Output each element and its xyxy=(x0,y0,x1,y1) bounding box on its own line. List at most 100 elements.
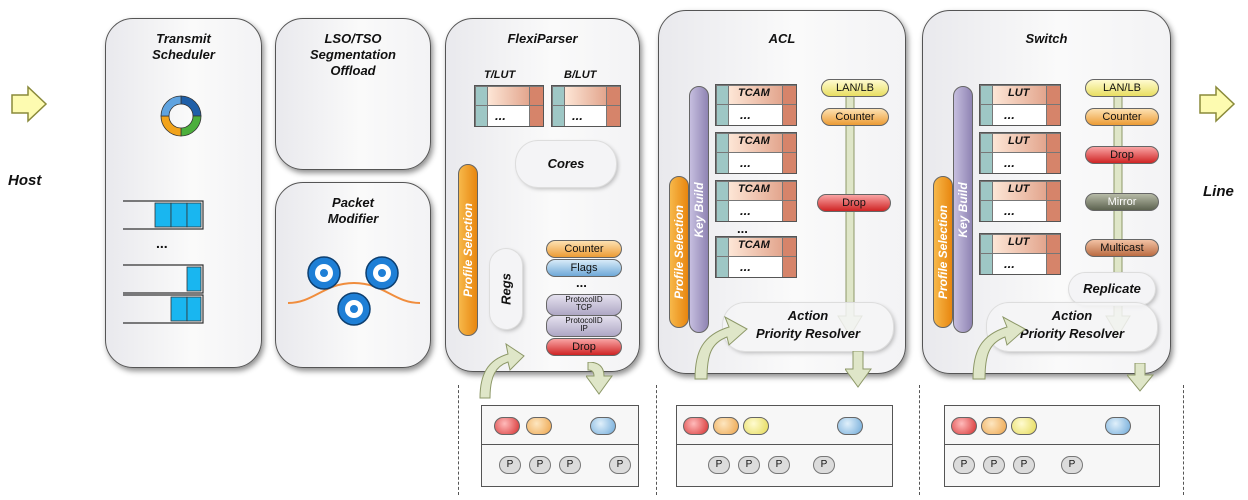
packet-token: P xyxy=(708,456,730,474)
tcam-table: TCAM ... xyxy=(715,84,797,126)
pill-dots: ... xyxy=(576,275,587,290)
stage-title: Switch xyxy=(1025,31,1068,46)
lut-table: LUT ... xyxy=(979,233,1061,275)
tcam-dots: ... xyxy=(740,155,751,170)
separator-line xyxy=(1183,385,1184,495)
blue-metadata-oval xyxy=(1105,417,1131,435)
red-metadata-oval xyxy=(494,417,520,435)
packet-token: P xyxy=(499,456,521,474)
key-build-label: Key Build xyxy=(692,181,706,238)
blut-label: B/LUT xyxy=(564,69,597,81)
separator-line xyxy=(656,385,657,495)
packet-token: P xyxy=(559,456,581,474)
switch-stage: Switch Profile Selection Key Build LUT .… xyxy=(922,10,1171,392)
lut-dots: ... xyxy=(1004,155,1015,170)
line-arrow-icon xyxy=(1199,85,1236,123)
metadata-tray: P P P P xyxy=(676,405,893,487)
stage-title: Transmit Scheduler xyxy=(152,31,215,62)
input-curve-arrow-icon xyxy=(479,342,525,399)
lan-lb-pill: LAN/LB xyxy=(1085,79,1159,97)
tcam-label: TCAM xyxy=(738,135,770,147)
profile-selection-bar: Profile Selection xyxy=(933,176,953,328)
lut-label: LUT xyxy=(1008,183,1030,195)
packet-modifier-stage: Packet Modifier xyxy=(275,182,431,368)
lso-tso-stage: LSO/TSO Segmentation Offload xyxy=(275,18,431,170)
profile-selection-label: Profile Selection xyxy=(672,204,686,300)
drop-pill: Drop xyxy=(546,338,622,356)
host-label: Host xyxy=(8,172,42,189)
tcam-dots: ... xyxy=(740,107,751,122)
drop-pill: Drop xyxy=(1085,146,1159,164)
packet-token: P xyxy=(813,456,835,474)
output-arrow-icon xyxy=(1127,363,1155,392)
counter-pill: Counter xyxy=(546,240,622,258)
replicate-block: Replicate xyxy=(1069,273,1155,305)
lut-label: LUT xyxy=(1008,87,1030,99)
lut-dots: ... xyxy=(1004,256,1015,271)
lut-table: LUT ... xyxy=(979,180,1061,222)
tlut-table: ... xyxy=(474,85,544,127)
packet-token: P xyxy=(1061,456,1083,474)
queue-dots: ... xyxy=(156,235,168,251)
output-arrow-icon xyxy=(845,351,872,388)
red-metadata-oval xyxy=(951,417,977,435)
metadata-tray: P P P P xyxy=(481,405,639,487)
tcam-label: TCAM xyxy=(738,239,770,251)
protocol-tcp-pill: ProtocolID TCP xyxy=(546,294,622,316)
profile-selection-label: Profile Selection xyxy=(936,204,950,300)
tcam-table: TCAM ... xyxy=(715,180,797,222)
flexiparser-stage: FlexiParser T/LUT B/LUT ... ... Cores Pr… xyxy=(445,18,640,372)
profile-selection-bar: Profile Selection xyxy=(669,176,689,328)
output-arrow-icon xyxy=(586,362,613,395)
input-curve-arrow-icon xyxy=(694,315,748,380)
input-curve-arrow-icon xyxy=(972,315,1026,380)
yellow-metadata-oval xyxy=(1011,417,1037,435)
packet-token: P xyxy=(983,456,1005,474)
orange-metadata-oval xyxy=(713,417,739,435)
blue-metadata-oval xyxy=(590,417,616,435)
line-label: Line xyxy=(1203,183,1234,200)
packet-token: P xyxy=(529,456,551,474)
lut-table: LUT ... xyxy=(979,84,1061,126)
lut-label: LUT xyxy=(1008,135,1030,147)
orange-metadata-oval xyxy=(526,417,552,435)
packet-token: P xyxy=(1013,456,1035,474)
tcam-label: TCAM xyxy=(738,87,770,99)
multicast-pill: Multicast xyxy=(1085,239,1159,257)
disc-modifier-icon xyxy=(287,256,421,326)
acl-stage: ACL Profile Selection Key Build TCAM ...… xyxy=(658,10,906,388)
mirror-pill: Mirror xyxy=(1085,193,1159,211)
metadata-tray: P P P P xyxy=(944,405,1160,487)
tcam-table: TCAM ... xyxy=(715,132,797,174)
key-build-bar: Key Build xyxy=(953,86,973,333)
tcam-dots: ... xyxy=(740,203,751,218)
flags-pill: Flags xyxy=(546,259,622,277)
profile-selection-bar: Profile Selection xyxy=(458,164,478,336)
lut-dots: ... xyxy=(1004,203,1015,218)
separator-line xyxy=(458,385,459,495)
yellow-metadata-oval xyxy=(743,417,769,435)
drop-pill: Drop xyxy=(817,194,891,212)
profile-selection-label: Profile Selection xyxy=(461,202,475,298)
protocol-ip-pill: ProtocolID IP xyxy=(546,315,622,337)
stage-title: ACL xyxy=(768,31,796,46)
lut-dots: ... xyxy=(1004,107,1015,122)
separator-line xyxy=(919,385,920,495)
transmit-scheduler-stage: Transmit Scheduler ... xyxy=(105,18,262,368)
cores-block: Cores xyxy=(516,141,616,187)
priority-resolver-block: Action Priority Resolver xyxy=(723,303,893,351)
regs-label: Regs xyxy=(498,273,514,305)
packet-token: P xyxy=(738,456,760,474)
red-metadata-oval xyxy=(683,417,709,435)
key-build-bar: Key Build xyxy=(689,86,709,333)
tcam-dots: ... xyxy=(740,259,751,274)
stage-title: Packet Modifier xyxy=(327,195,379,226)
counter-pill: Counter xyxy=(821,108,889,126)
lut-table: LUT ... xyxy=(979,132,1061,174)
key-build-label: Key Build xyxy=(956,181,970,238)
packet-token: P xyxy=(953,456,975,474)
orange-metadata-oval xyxy=(981,417,1007,435)
queue-icon xyxy=(123,200,204,324)
host-arrow-icon xyxy=(11,85,48,123)
tlut-label: T/LUT xyxy=(484,69,516,81)
